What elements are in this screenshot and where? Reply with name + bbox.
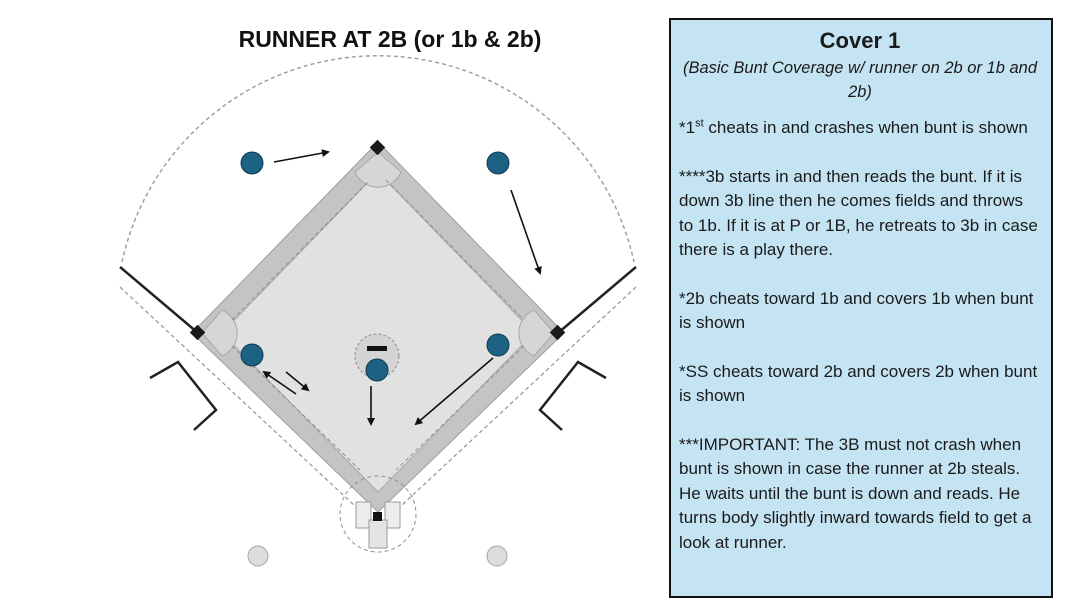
catchers-box — [368, 519, 388, 549]
first-prefix: *1 — [679, 118, 696, 137]
third-base — [189, 324, 206, 341]
right-foul-boundary — [400, 286, 637, 507]
on-deck-circle-left — [247, 545, 269, 567]
player-third-baseman — [240, 343, 264, 367]
coverage-info-panel: Cover 1 (Basic Bunt Coverage w/ runner o… — [669, 18, 1053, 598]
third-baseman-retreat-arrow — [262, 370, 297, 395]
infield-inner-dashed-lower-left — [231, 345, 361, 471]
first-superscript: st — [695, 117, 704, 130]
first-rest: cheats in and crashes when bunt is shown — [703, 118, 1028, 137]
first-base-cutout — [518, 309, 555, 357]
third-baseman-instruction: ****3b starts in and then reads the bunt… — [679, 166, 1038, 260]
player-pitcher — [365, 358, 389, 382]
infield-inner-dashed-lower-right — [395, 345, 525, 471]
player-shortstop — [240, 151, 264, 175]
second-base-cutout — [354, 151, 402, 188]
batters-box-right — [384, 501, 401, 529]
panel-title: Cover 1 — [819, 28, 901, 53]
panel-subtitle: (Basic Bunt Coverage w/ runner on 2b or … — [682, 59, 1038, 101]
infield-grass — [221, 171, 535, 493]
important-note: ***IMPORTANT: The 3B must not crash when… — [679, 434, 1032, 552]
left-foul-line — [119, 266, 199, 334]
player-first-baseman — [486, 333, 510, 357]
infield-inner-dashed-left — [231, 179, 371, 321]
diagram-title: RUNNER AT 2B (or 1b & 2b) — [238, 26, 542, 52]
second-baseman-instruction: *2b cheats toward 1b and covers 1b when … — [679, 288, 1034, 333]
infield-inner-dashed-right — [385, 179, 525, 321]
first-baseman-arrow — [414, 357, 494, 426]
third-base-cutout — [201, 309, 238, 357]
shortstop-arrow — [273, 149, 330, 163]
right-dugout — [538, 360, 607, 431]
left-foul-boundary — [119, 286, 356, 507]
home-plate — [373, 512, 382, 521]
second-baseman-arrow — [510, 189, 542, 275]
first-baseman-instruction: *1st cheats in and crashes when bunt is … — [679, 116, 1041, 141]
home-plate-circle — [339, 475, 417, 553]
baseball-field-diagram — [119, 55, 637, 567]
on-deck-circle-right — [486, 545, 508, 567]
third-baseman-charge-arrow — [285, 371, 310, 392]
pitchers-rubber — [367, 346, 387, 351]
shortstop-instruction: *SS cheats toward 2b and covers 2b when … — [679, 361, 1038, 406]
player-second-baseman — [486, 151, 510, 175]
second-base — [369, 139, 386, 156]
right-foul-line — [557, 266, 637, 334]
batters-box-left — [355, 501, 372, 529]
left-dugout — [149, 360, 218, 431]
